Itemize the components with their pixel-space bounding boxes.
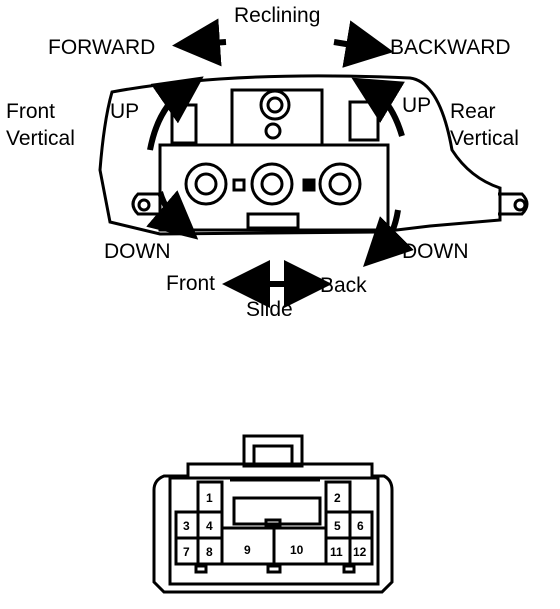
recline-knob xyxy=(259,89,291,121)
center-knob-inner xyxy=(260,172,284,196)
front-vertical-lever xyxy=(170,103,198,145)
knob-divider-left xyxy=(232,178,246,192)
pin-box-12 xyxy=(348,536,374,566)
pin-label-5: 5 xyxy=(334,519,341,533)
forward-arrow xyxy=(172,18,227,67)
front-knob-inner xyxy=(194,172,218,196)
motion-arrows xyxy=(146,18,414,308)
down-right-arrow xyxy=(363,209,414,267)
center-knob xyxy=(250,162,294,206)
pin-label-2: 2 xyxy=(334,491,341,505)
switch-housing-outline xyxy=(98,74,502,236)
pin-label-6: 6 xyxy=(357,519,364,533)
reclining-label: Reclining xyxy=(234,4,320,27)
back-label: Back xyxy=(320,274,367,297)
pin-label-12: 12 xyxy=(353,545,367,559)
connector-housing xyxy=(152,462,394,594)
bottom-notch-right xyxy=(342,564,356,574)
bottom-slot xyxy=(246,212,300,230)
recline-knob-pivot xyxy=(264,122,282,140)
connector-latch-inner xyxy=(252,444,294,468)
down-left-label: DOWN xyxy=(104,240,171,263)
up-left-label: UP xyxy=(110,100,139,123)
left-mount-hole xyxy=(137,198,151,212)
connector-face xyxy=(168,476,380,586)
rear-knob-inner xyxy=(328,172,352,196)
pin-label-10: 10 xyxy=(290,543,304,557)
right-mount-hole xyxy=(513,198,527,212)
switch-assembly xyxy=(98,74,529,236)
backward-arrow xyxy=(333,20,394,68)
up-right-arrow xyxy=(351,77,405,137)
rear-vertical-label-line2: Vertical xyxy=(450,127,519,150)
pin-label-11: 11 xyxy=(330,545,343,559)
backward-label: BACKWARD xyxy=(390,36,511,59)
rear-knob xyxy=(318,162,362,206)
switch-body xyxy=(158,143,390,232)
pin-label-4: 4 xyxy=(206,519,213,533)
knob-divider-right xyxy=(302,178,316,192)
rear-vertical-lever xyxy=(348,100,380,142)
pin-label-3: 3 xyxy=(183,519,190,533)
left-mount-tab xyxy=(131,192,160,216)
up-left-arrow xyxy=(147,76,204,151)
slide-label: Slide xyxy=(246,298,293,321)
bottom-notch-left xyxy=(194,564,208,574)
connector-bottom-key xyxy=(264,518,282,528)
pin-label-1: 1 xyxy=(206,491,213,505)
down-left-arrow xyxy=(146,190,199,240)
front-vertical-label-line2: Vertical xyxy=(6,127,75,150)
connector-top-window xyxy=(232,496,322,526)
recline-knob-inner xyxy=(266,96,284,114)
front-vertical-label-line1: Front xyxy=(6,100,55,123)
rear-vertical-label-line1: Rear xyxy=(450,100,496,123)
front-knob xyxy=(184,162,228,206)
up-right-label: UP xyxy=(402,94,431,117)
front-label: Front xyxy=(166,272,215,295)
pin-label-7: 7 xyxy=(183,545,190,559)
pin-label-9: 9 xyxy=(244,543,251,557)
down-right-label: DOWN xyxy=(402,240,469,263)
right-mount-tab xyxy=(498,192,529,216)
forward-label: FORWARD xyxy=(48,36,155,59)
bottom-notch-center xyxy=(266,564,282,574)
pin-label-8: 8 xyxy=(206,545,213,559)
connector xyxy=(152,434,394,594)
